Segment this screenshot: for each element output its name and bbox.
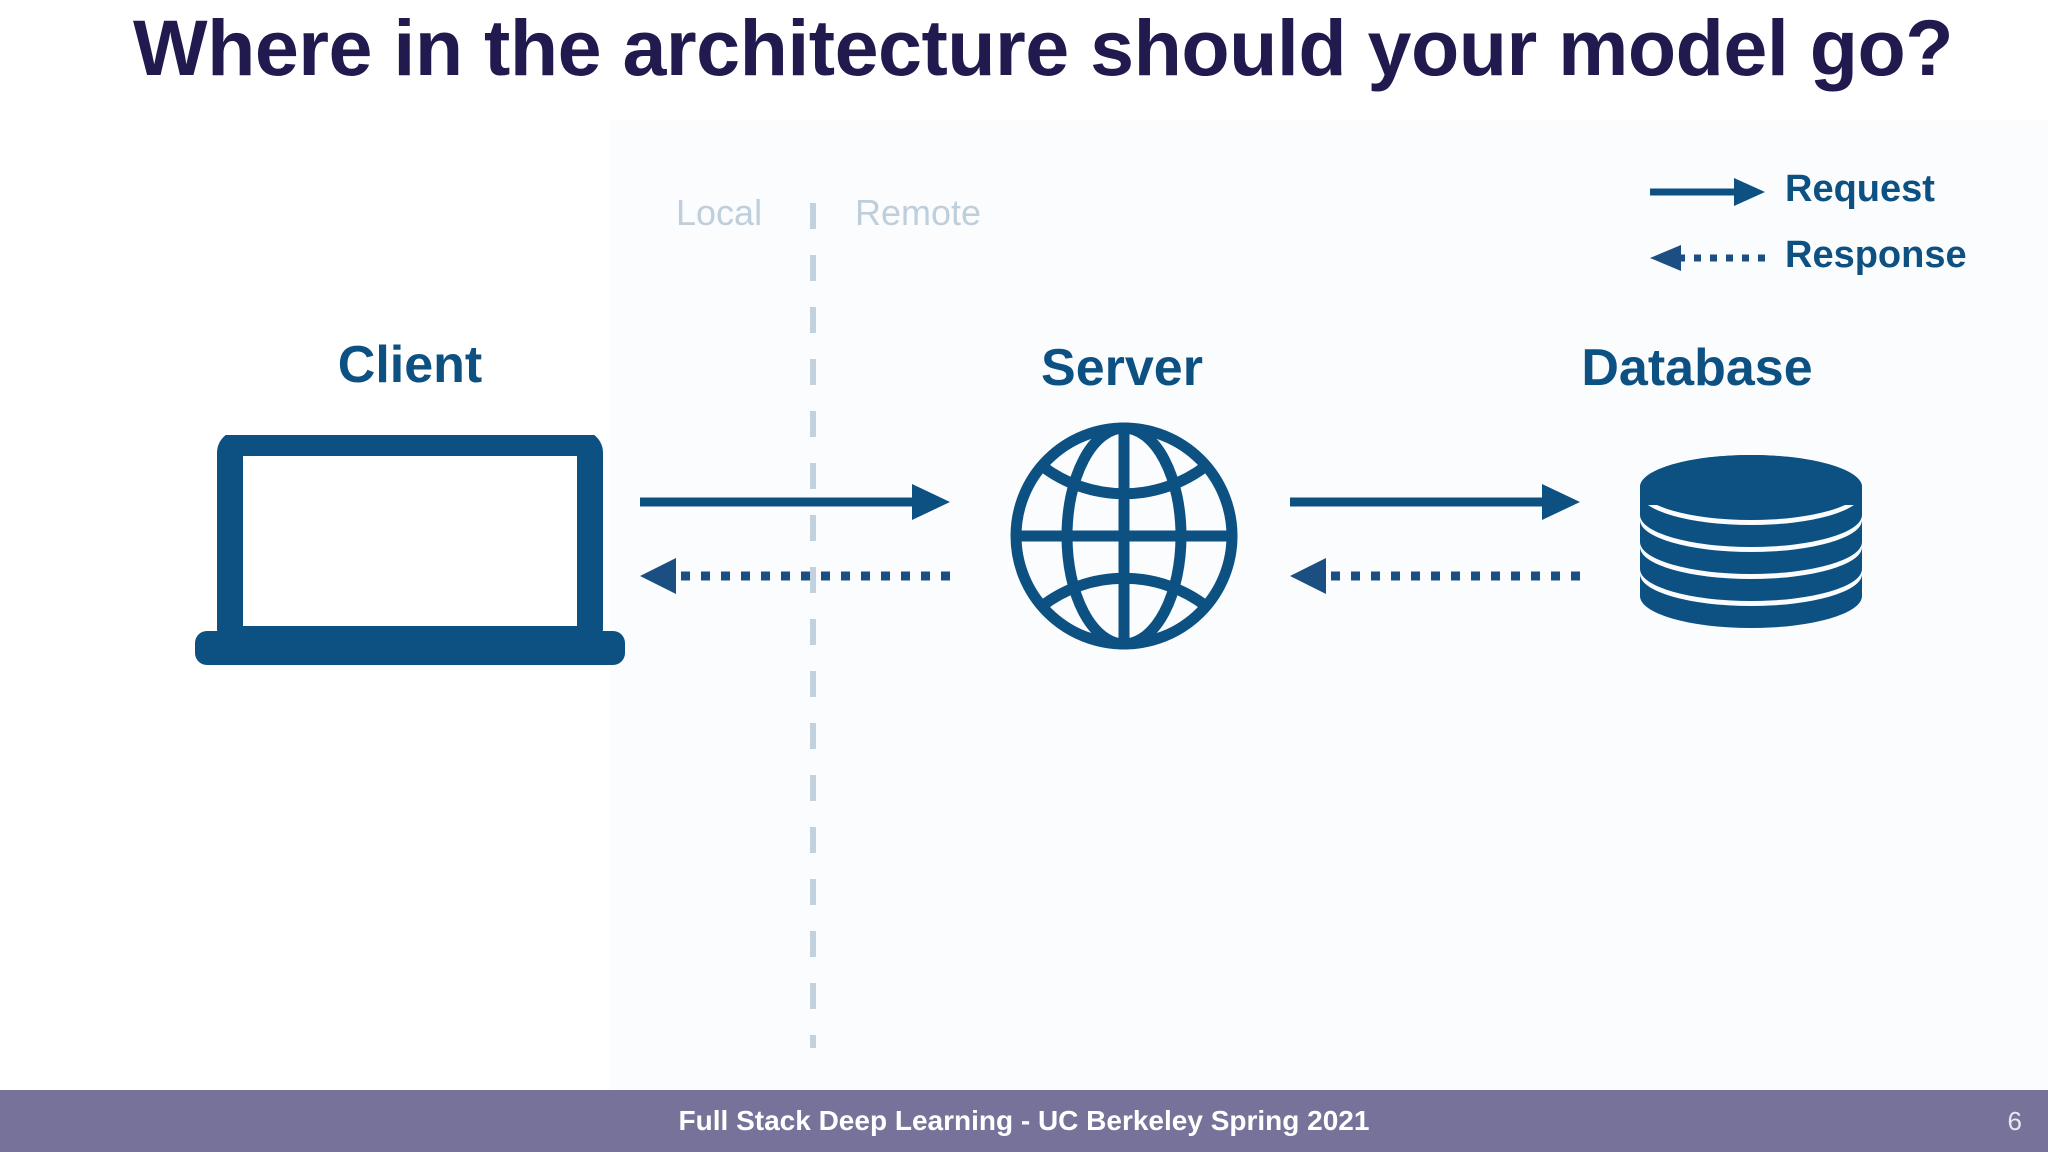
- zone-label-local: Local: [676, 192, 763, 233]
- arrow-right-solid-icon: [1650, 178, 1765, 206]
- globe-icon: [1010, 422, 1238, 650]
- laptop-icon: [195, 435, 625, 665]
- footer-text: Full Stack Deep Learning - UC Berkeley S…: [678, 1105, 1370, 1136]
- footer-bar: Full Stack Deep Learning - UC Berkeley S…: [0, 1090, 2048, 1152]
- node-label-client: Client: [337, 336, 483, 394]
- vertical-dashed-divider-icon: [810, 203, 816, 1048]
- node-label-database: Database: [1581, 339, 1813, 397]
- arrow-left-dotted-icon: [640, 558, 950, 594]
- arrow-left-dotted-icon: [1650, 245, 1765, 271]
- arrow-right-solid-icon: [640, 484, 950, 520]
- page-number: 6: [2007, 1106, 2022, 1136]
- legend-label-request: Request: [1785, 168, 1935, 210]
- arrow-left-dotted-icon: [1290, 558, 1580, 594]
- connector-client-server: [640, 484, 950, 594]
- connector-server-database: [1290, 484, 1580, 594]
- node-label-server: Server: [1041, 339, 1203, 397]
- database-stack-icon: [1640, 455, 1862, 628]
- page-title: Where in the architecture should your mo…: [133, 3, 1954, 92]
- arrow-right-solid-icon: [1290, 484, 1580, 520]
- zone-label-remote: Remote: [855, 192, 982, 233]
- legend-label-response: Response: [1785, 234, 1967, 276]
